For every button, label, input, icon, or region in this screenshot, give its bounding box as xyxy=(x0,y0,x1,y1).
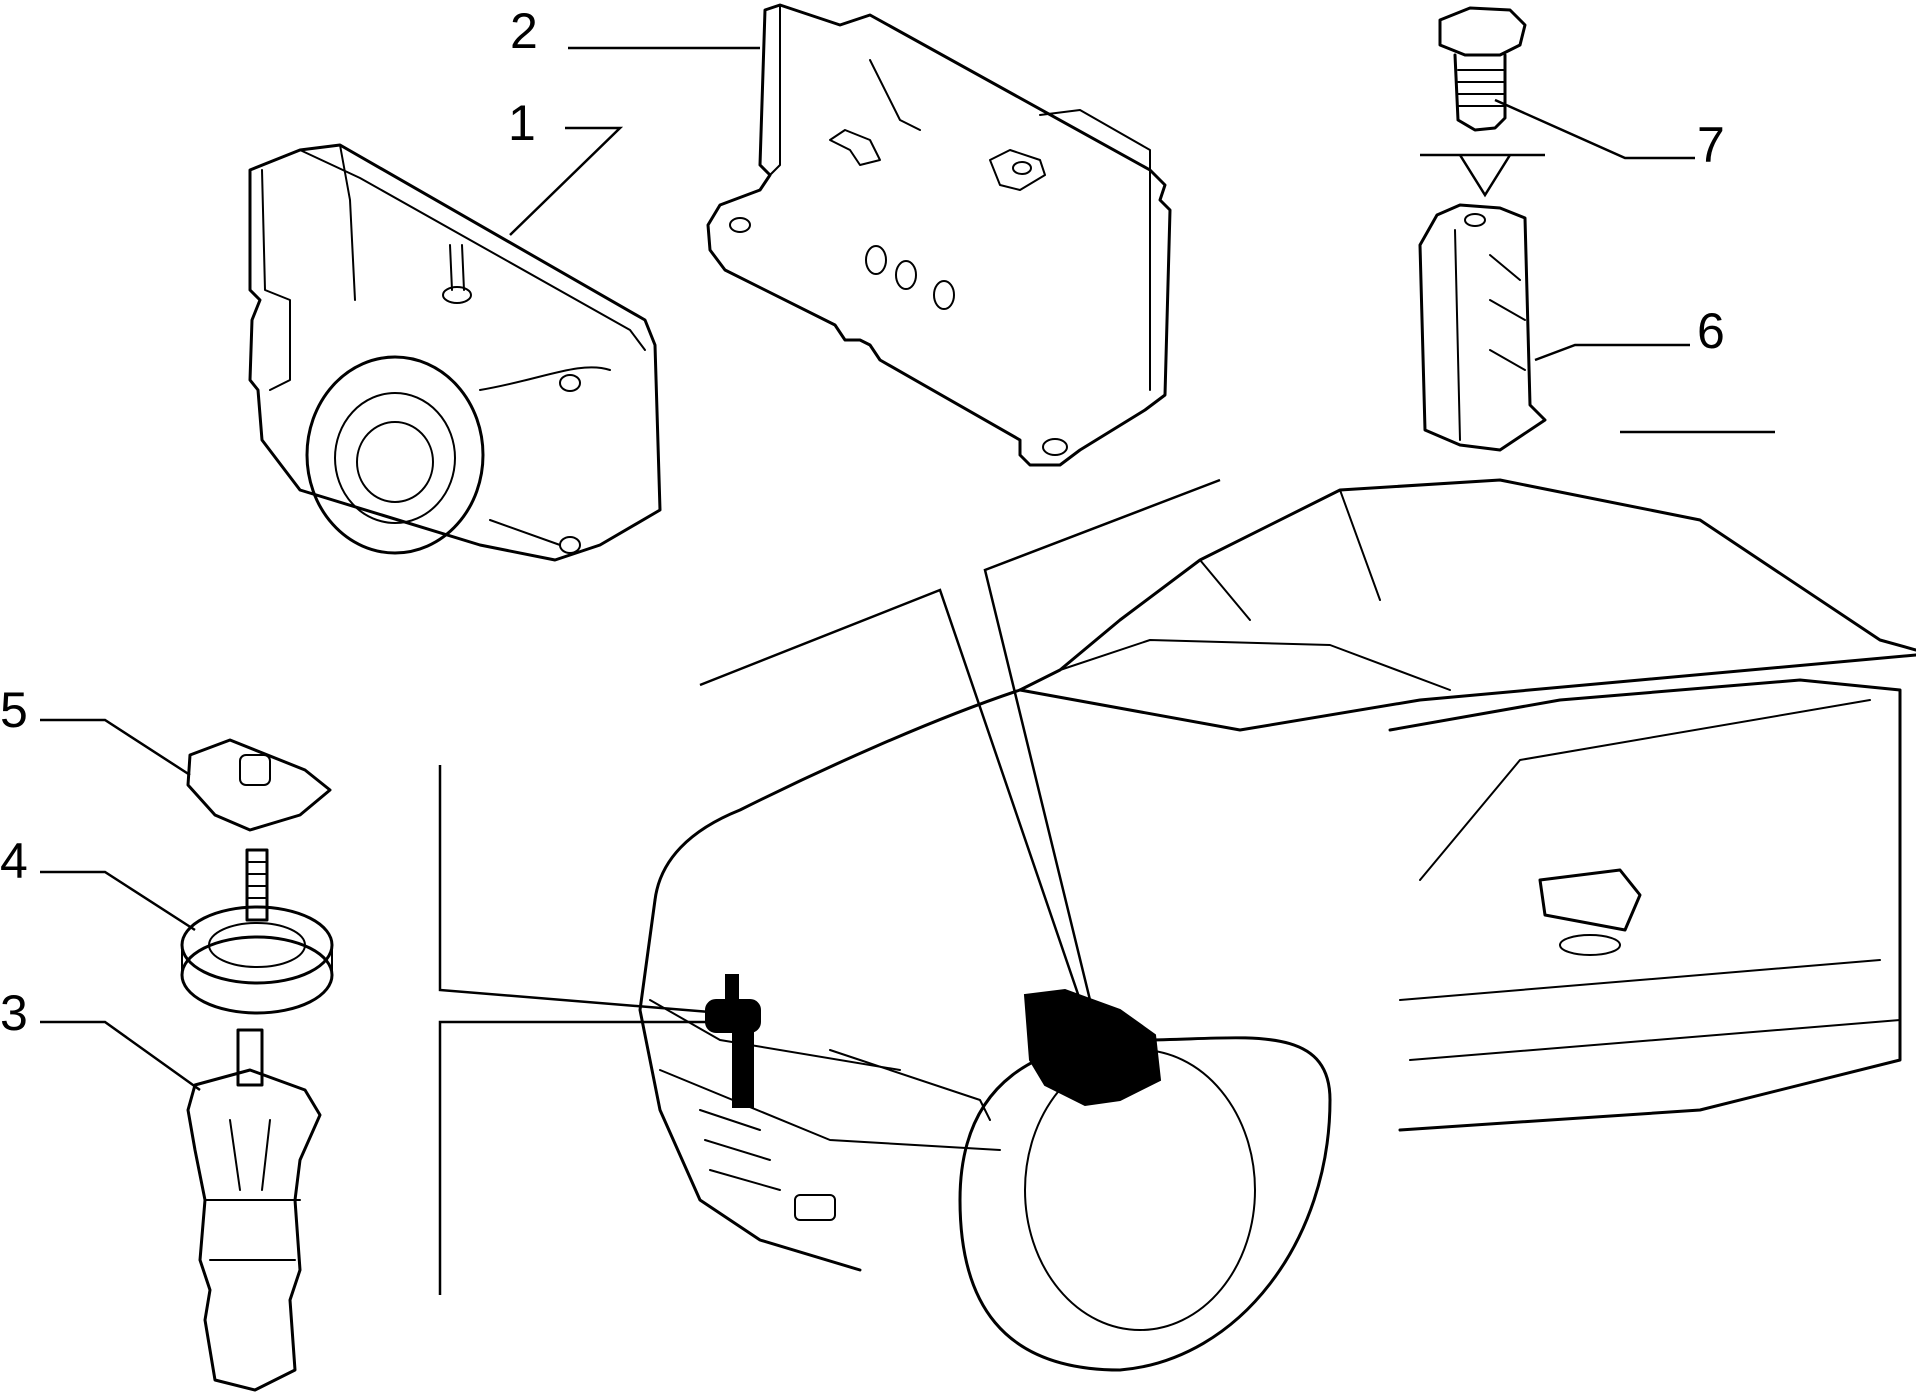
leader-7 xyxy=(1494,98,1695,160)
car-illustration xyxy=(638,478,1916,1372)
callout-3: 3 xyxy=(0,985,28,1041)
callout-6: 6 xyxy=(1697,303,1725,359)
leader-4 xyxy=(40,870,196,932)
callout-7: 7 xyxy=(1697,117,1725,173)
leader-6 xyxy=(1534,343,1690,362)
part-3-adjuster-sleeve xyxy=(186,1028,322,1392)
leader-1 xyxy=(509,126,624,236)
part-7-screw xyxy=(1438,6,1527,132)
callout-4: 4 xyxy=(0,833,28,889)
callout-labels: 1 2 3 4 5 6 7 xyxy=(0,3,1725,1041)
leader-3 xyxy=(40,1020,201,1092)
part-5-clip-nut xyxy=(186,738,332,832)
leader-group-top xyxy=(699,478,1221,1001)
callout-1: 1 xyxy=(508,95,536,151)
callout-2: 2 xyxy=(510,3,538,59)
part-1-horn-unit xyxy=(248,143,662,562)
leader-6-7-bracket xyxy=(1420,153,1545,198)
part-4-adjusting-wheel xyxy=(180,848,334,1015)
leader-group-left xyxy=(438,765,711,1295)
part-6-clip xyxy=(1418,203,1547,452)
callout-5: 5 xyxy=(0,682,28,738)
leader-lines xyxy=(40,46,1775,1295)
part-2-bracket xyxy=(706,3,1172,467)
leader-5 xyxy=(40,718,191,777)
